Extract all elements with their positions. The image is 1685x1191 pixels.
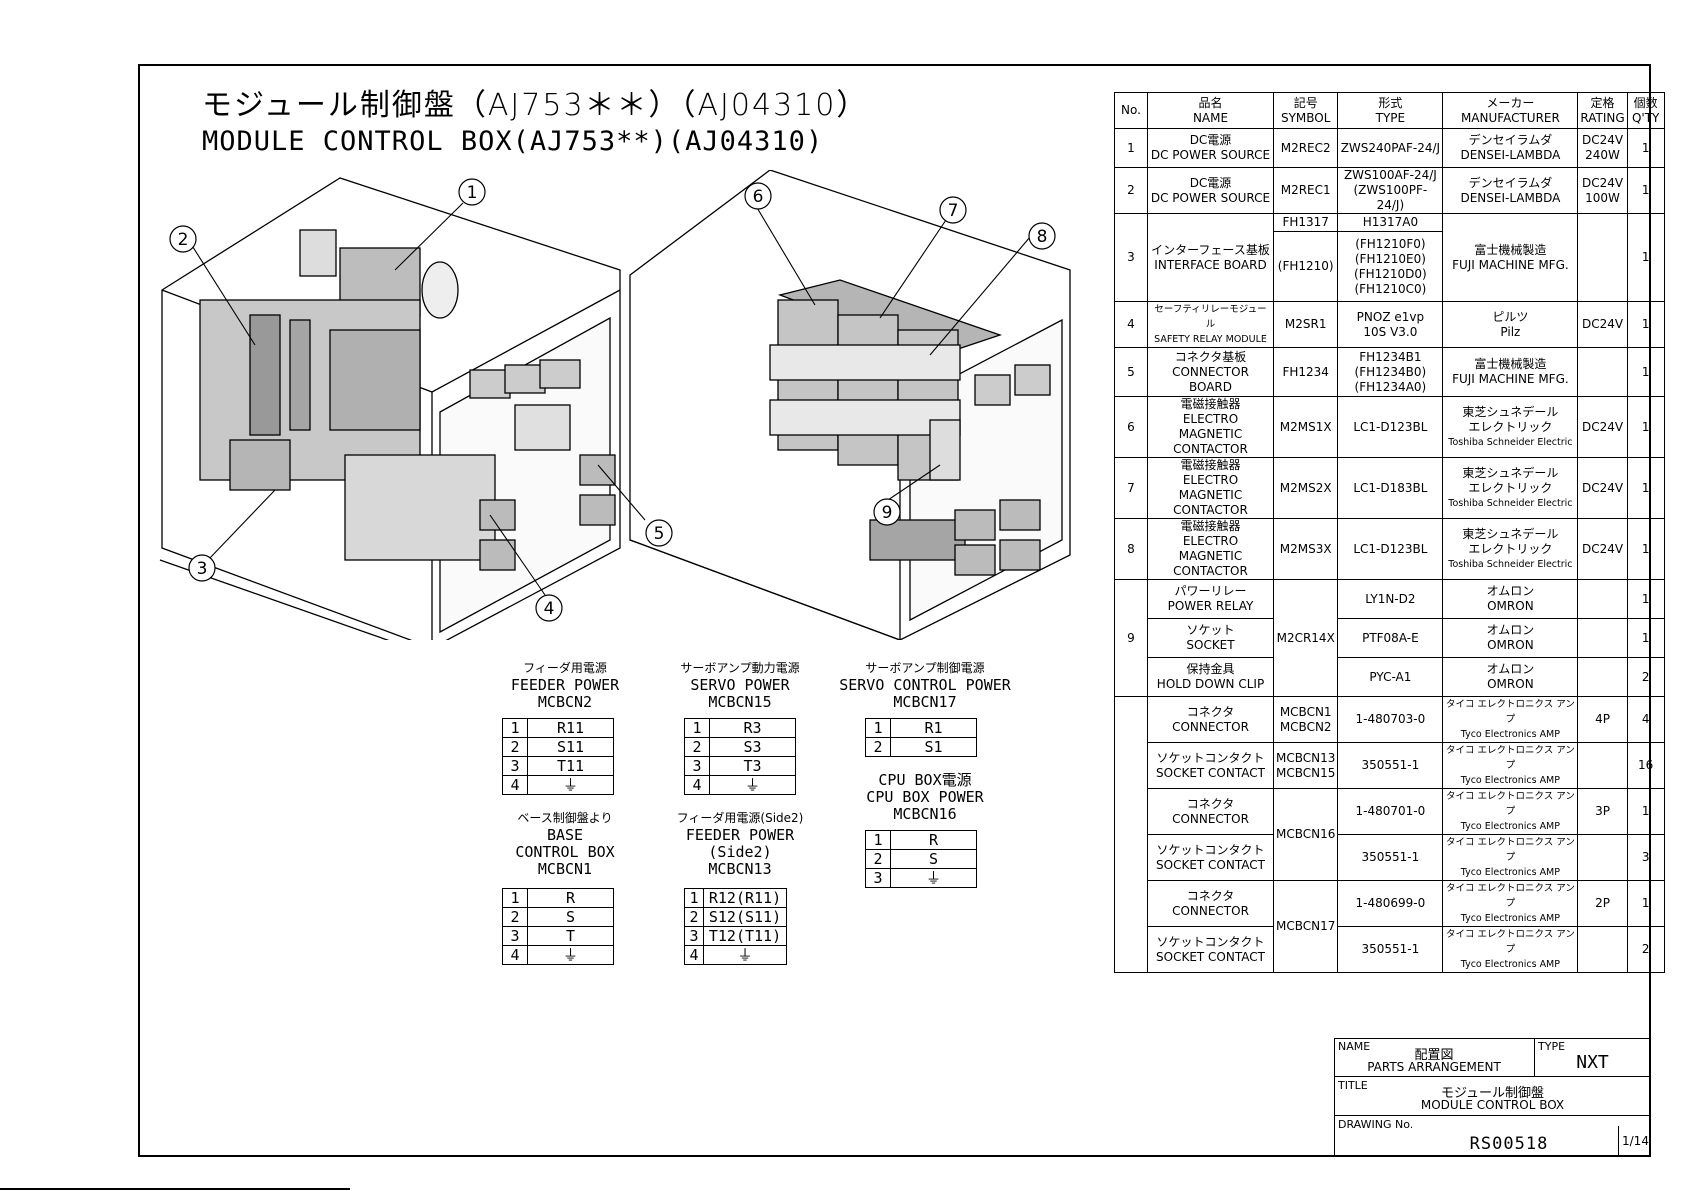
leader-lines bbox=[190, 202, 1031, 596]
tb-title-en: MODULE CONTROL BOX bbox=[1420, 1098, 1565, 1112]
callout-8: 8 bbox=[1037, 227, 1048, 247]
feeder-power-title: フィーダ用電源 FEEDER POWER MCBCN2 bbox=[510, 661, 620, 711]
title-jp: モジュール制御盤（AJ753＊＊）（AJ04310） bbox=[202, 88, 869, 123]
callout-1: 1 bbox=[467, 183, 478, 203]
tb-name-jp: 配置図 bbox=[1414, 1048, 1454, 1063]
base-control-title: ベース制御盤より BASE CONTROL BOX MCBCN1 bbox=[515, 811, 615, 878]
callout-circles bbox=[169, 178, 1056, 622]
callout-4: 4 bbox=[544, 599, 555, 619]
drawing-title: モジュール制御盤（AJ753＊＊）（AJ04310） MODULE CONTRO… bbox=[202, 80, 868, 157]
isometric-illustrations: 1 2 3 4 5 6 7 8 9 bbox=[159, 170, 1071, 640]
callout-5: 5 bbox=[654, 524, 665, 544]
tb-name-en: PARTS ARRANGEMENT bbox=[1367, 1060, 1501, 1074]
tb-title-jp: モジュール制御盤 bbox=[1440, 1086, 1545, 1101]
tb-type-label: TYPE bbox=[1538, 1040, 1566, 1053]
tb-drawing-label: DRAWING No. bbox=[1338, 1118, 1414, 1131]
right-box-drawing bbox=[629, 170, 1071, 640]
callout-9: 9 bbox=[882, 503, 893, 523]
servo-power-title: サーボアンプ動力電源 SERVO POWER MCBCN15 bbox=[680, 661, 800, 711]
callout-6: 6 bbox=[753, 187, 764, 207]
callout-7: 7 bbox=[948, 201, 959, 221]
bottom-rule bbox=[0, 1188, 350, 1190]
tb-type-value: NXT bbox=[1576, 1052, 1609, 1073]
tb-sheet: 1/14 bbox=[1622, 1134, 1649, 1148]
callout-3: 3 bbox=[197, 559, 208, 579]
tb-title-label: TITLE bbox=[1338, 1079, 1368, 1092]
servo-control-title: サーボアンプ制御電源 SERVO CONTROL POWER MCBCN17 bbox=[839, 661, 1011, 711]
tb-name-label: NAME bbox=[1338, 1040, 1371, 1053]
title-en: MODULE CONTROL BOX(AJ753**)(AJ04310) bbox=[202, 126, 824, 157]
tb-drawing-no: RS00518 bbox=[1469, 1134, 1549, 1154]
callout-2: 2 bbox=[178, 230, 189, 250]
title-block: NAME 配置図 PARTS ARRANGEMENT TYPE NXT TITL… bbox=[1334, 1038, 1651, 1157]
left-box-drawing bbox=[159, 177, 621, 640]
callout-numbers: 1 2 3 4 5 6 7 8 9 bbox=[178, 183, 1048, 619]
cpu-box-title: CPU BOX電源 CPU BOX POWER MCBCN16 bbox=[866, 771, 984, 823]
feeder-side2-title: フィーダ用電源(Side2) FEEDER POWER (Side2) MCBC… bbox=[676, 811, 804, 878]
